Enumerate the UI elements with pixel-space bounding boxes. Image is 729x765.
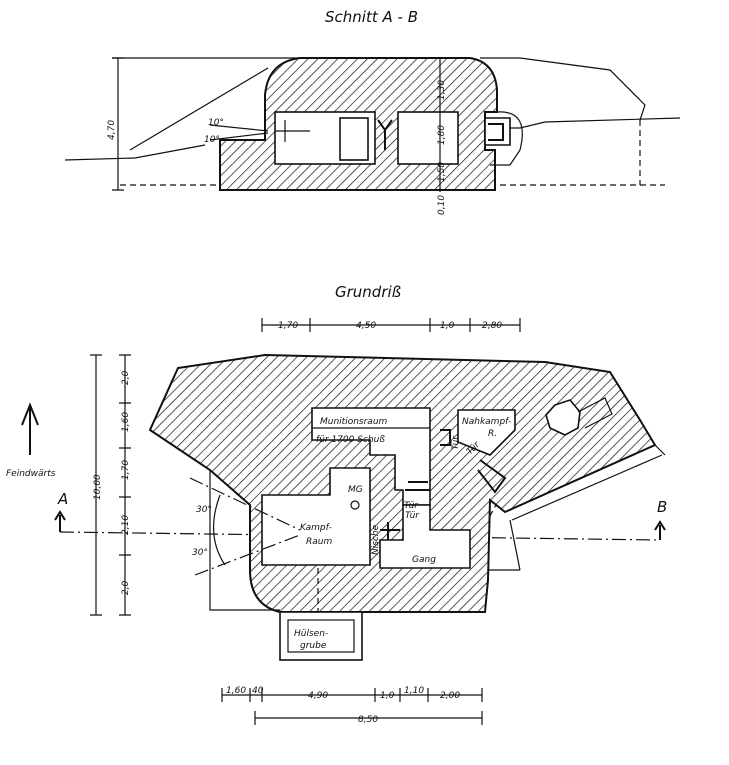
section-footing-label: 0,10 [437,195,447,215]
bottom-dim-6: 2,00 [440,691,460,701]
kampf-label-2: Raum [306,537,332,547]
section-height-label: 4,70 [107,120,117,140]
plan-title: Grundriß [335,283,401,301]
gang-label: Gang [412,555,436,565]
earth-cover-right [480,57,646,121]
section-gun-sight [209,120,310,142]
marker-b-label: B [657,498,667,516]
fire-sector-upper [189,477,301,531]
section-roof-label: 1,30 [437,80,447,100]
angle-upper-label: 30° [196,505,212,515]
huelsen-label-1: Hülsen- [294,629,328,639]
section-door-2 [488,123,504,141]
top-dim-4: 2,80 [482,321,502,331]
bottom-total-dim: 8,50 [358,715,378,725]
bottom-dim-2: 40 [252,686,264,696]
earth-cover-left [129,67,269,151]
note-door-1: Tür [404,501,419,511]
marker-b-arrow [654,520,666,540]
note-door-3: Tür [451,435,461,450]
section-title: Schnitt A - B [325,8,418,26]
munition-label-1: Munitionsraum [320,417,388,427]
left-dim-5: 2,0 [121,580,131,595]
top-dimension-chain [261,318,521,332]
huelsen-label-2: grube [300,641,327,651]
ground-line-left [64,144,206,161]
munition-label-2: für 1700 Schuß [316,435,385,445]
left-dim-4: 2,10 [121,515,131,535]
lookout-channel [577,397,613,429]
top-dim-2: 4,50 [356,321,376,331]
top-dim-1: 1,70 [278,321,298,331]
munition-room [311,407,431,506]
section-view [64,57,681,192]
left-dimension-chain [90,354,131,616]
fire-sector-side [209,470,280,611]
marker-a-label: A [57,490,68,508]
bottom-dim-5: 1,10 [404,686,424,696]
plan-door-1 [405,481,430,491]
bottom-dimension-chain [221,688,483,725]
feindwaerts-label: Feindwärts [6,469,56,479]
feindwaerts-arrow [21,402,39,455]
fire-sector-lower [194,534,301,576]
nahkampf-label-2: R. [488,429,497,439]
top-dim-3: 1,0 [440,321,455,331]
huelsen-pit-inner [287,619,355,653]
note-nische: Nische [371,524,381,555]
combat-room [261,467,371,566]
plan-gun-mount [350,500,360,510]
left-dim-3: 1,70 [121,460,131,480]
section-angle-lower: 10° [204,135,220,145]
section-embrasure [339,117,369,161]
bottom-dim-4: 1,0 [380,691,395,701]
left-dim-2: 1,60 [121,412,131,432]
note-mg: MG [348,485,363,495]
bottom-dim-1: 1,60 [226,686,246,696]
plan-embrasure [477,459,507,494]
bottom-dim-3: 4,90 [308,691,328,701]
section-angle-upper: 10° [208,118,224,128]
left-total-dim: 10,00 [93,474,103,500]
kampf-label-1: Kampf- [300,523,332,533]
note-door-2: Tür [405,511,420,521]
left-dim-1: 2,0 [121,370,131,385]
plan-door-2 [440,429,451,446]
section-door-1 [377,119,393,150]
section-base-label: 1,50 [437,162,447,182]
plan-door-3 [380,522,400,540]
section-inner-room [397,111,459,165]
marker-a-arrow [54,510,66,532]
nahkampf-room [457,409,516,456]
fire-sector-arc [212,494,226,566]
nahkampf-label-1: Nahkampf- [462,417,511,427]
section-wall-label: 1,80 [437,125,447,145]
angle-lower-label: 30° [192,548,208,558]
section-trench [490,111,523,166]
ground-line-right [495,117,681,129]
gang-room [379,504,471,569]
lookout-turret [545,399,581,436]
